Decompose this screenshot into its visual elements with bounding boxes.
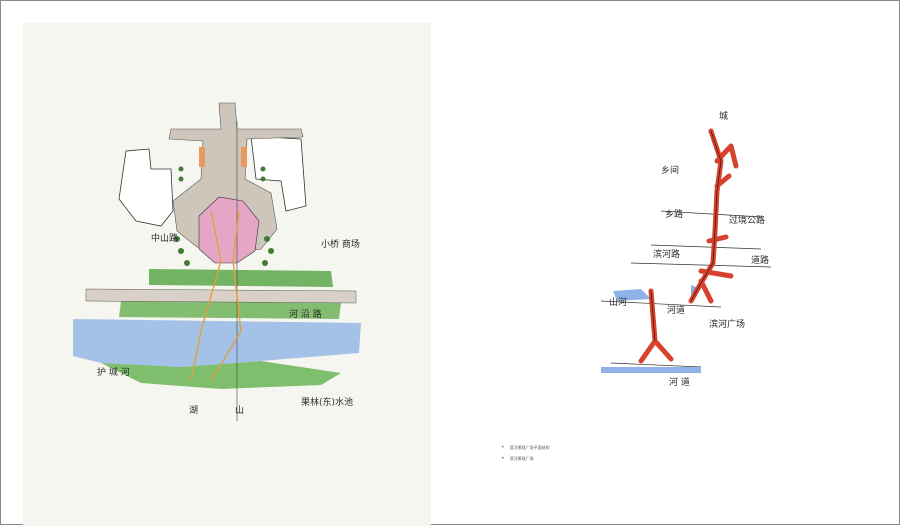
- label-nw-road: 中山路: [151, 232, 178, 244]
- diagram-water-bottom: [601, 367, 701, 373]
- orange-paths: [190, 210, 242, 382]
- building-outline-west: [118, 148, 174, 227]
- label-top: 城: [719, 111, 728, 122]
- river-water: [73, 319, 361, 367]
- diagram-water: [613, 289, 651, 301]
- caption-item-2: • 滨河景观广场: [501, 453, 550, 464]
- label-road-b: 过境公路: [729, 214, 765, 226]
- tree-dots: [174, 166, 274, 266]
- building-outline-east: [250, 135, 307, 212]
- caption-text-1: 滨河景观广场平面结构: [509, 444, 550, 450]
- label-road-c: 滨河路: [653, 248, 680, 260]
- bullet-icon: •: [501, 455, 505, 462]
- mid-road-band: [85, 288, 357, 304]
- label-path: 河道: [667, 304, 685, 316]
- label-mid-road: 河 沿 路: [289, 308, 322, 320]
- green-belt-upper: [149, 269, 333, 287]
- central-garden: [198, 196, 260, 264]
- label-road-a: 乡路: [665, 208, 683, 220]
- site-plan-sketch: 中山路 小桥 商场 河 沿 路 护 城 河 湖 山 果林(东)水池: [73, 102, 361, 421]
- label-road-d: 道路: [751, 254, 769, 266]
- label-bottom-mid: 山: [235, 405, 244, 416]
- orange-strip-right: [241, 147, 247, 167]
- label-river: 护 城 河: [97, 366, 130, 378]
- label-bottom-right: 果林(东)水池: [301, 396, 353, 408]
- concept-diagram: 城 乡间 乡路 过境公路 滨河路 道路 山河 河道 滨河广场 河 道: [600, 111, 772, 388]
- label-bottom-left: 湖: [189, 405, 198, 416]
- caption-item-1: • 滨河景观广场平面结构: [501, 442, 550, 453]
- label-bottom: 河 道: [669, 376, 690, 388]
- orange-strip-left: [199, 147, 205, 167]
- green-belt-lower: [119, 301, 341, 319]
- label-upper-left: 乡间: [661, 164, 679, 176]
- bullet-icon: •: [501, 444, 505, 451]
- captions: • 滨河景观广场平面结构 • 滨河景观广场: [501, 442, 550, 464]
- label-river-left: 山河: [609, 296, 627, 308]
- label-lower-right: 滨河广场: [709, 318, 745, 330]
- caption-text-2: 滨河景观广场: [509, 455, 534, 461]
- river-bank-green: [101, 361, 341, 389]
- label-ne-building: 小桥 商场: [321, 238, 360, 250]
